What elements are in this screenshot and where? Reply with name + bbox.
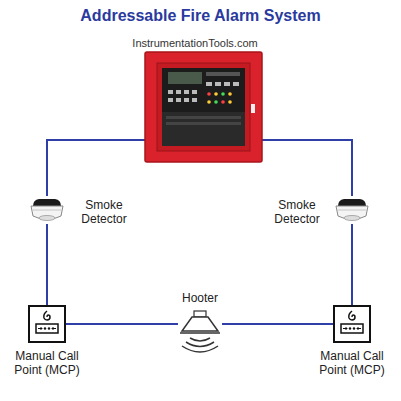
mcp-symbol [333, 305, 371, 343]
panel-keys [168, 82, 239, 102]
device-label: Smoke Detector [73, 198, 135, 226]
loop-wire [351, 224, 353, 305]
mcp-node: Manual Call Point (MCP) [333, 305, 371, 343]
panel-lower [162, 112, 245, 146]
panel-lcd [168, 72, 202, 84]
loop-wire [66, 323, 178, 325]
watermark: InstrumentationTools.com [100, 37, 290, 49]
loop-wire [46, 224, 48, 305]
detector-symbol [332, 196, 372, 224]
loop-wire [222, 323, 333, 325]
panel-display [162, 68, 245, 112]
hooter-node: Hooter [178, 311, 222, 337]
panel-door [157, 63, 250, 151]
detector-symbol [27, 196, 67, 224]
loop-wire [262, 140, 352, 196]
hooter-symbol [178, 311, 222, 337]
panel-vent [166, 116, 241, 119]
panel-leds [207, 92, 232, 104]
connector-layer [47, 224, 352, 324]
panel-body [145, 52, 262, 162]
panel-lock [251, 104, 255, 113]
device-label: Smoke Detector [266, 198, 328, 226]
panel-edge [145, 52, 262, 162]
diagram-title: Addressable Fire Alarm System [0, 7, 401, 25]
panel-vent [166, 122, 241, 125]
device-label: Manual Call Point (MCP) [6, 349, 88, 377]
detector-node: Smoke Detector [332, 196, 372, 224]
detector-node: Smoke Detector [27, 196, 67, 224]
loop-wire [47, 140, 145, 196]
mcp-node: Manual Call Point (MCP) [28, 305, 66, 343]
panel-strip [206, 72, 240, 76]
mcp-symbol [28, 305, 66, 343]
device-label: Hooter [170, 291, 230, 305]
device-label: Manual Call Point (MCP) [311, 349, 393, 377]
fire-alarm-panel [145, 52, 262, 162]
